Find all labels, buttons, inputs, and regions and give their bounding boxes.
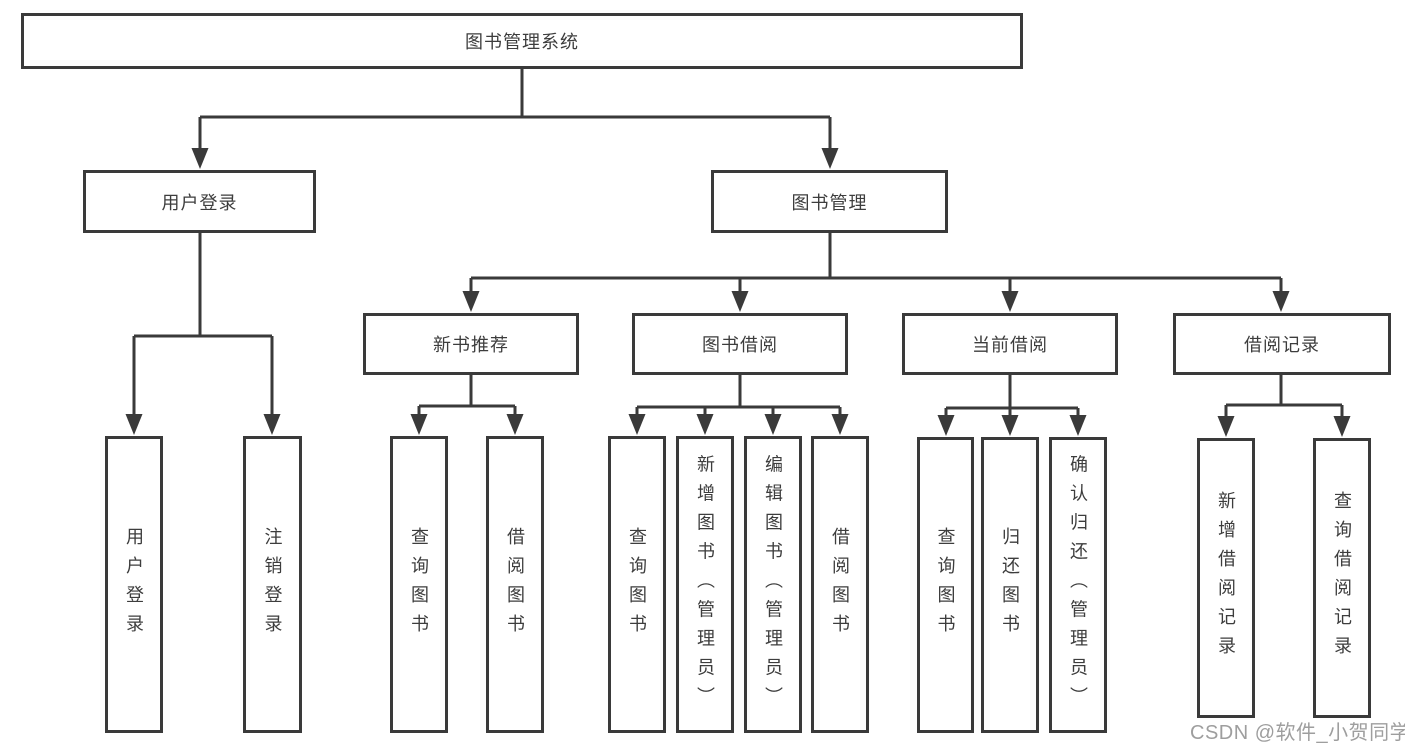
- leaf-query-book-3-label: 查询图书: [935, 527, 956, 643]
- node-book-management: 图书管理: [711, 170, 948, 233]
- leaf-return-book: 归还图书: [981, 437, 1039, 733]
- node-book-management-label: 图书管理: [791, 192, 868, 213]
- node-book-borrow: 图书借阅: [632, 313, 848, 375]
- leaf-add-borrow-record: 新增借阅记录: [1197, 438, 1255, 718]
- leaf-logout: 注销登录: [243, 436, 302, 733]
- leaf-edit-book-admin: 编辑图书（管理员）: [744, 436, 802, 733]
- leaf-query-book-2-label: 查询图书: [627, 526, 647, 643]
- leaf-borrow-book-1: 借阅图书: [486, 436, 544, 733]
- node-borrow-record-label: 借阅记录: [1244, 335, 1320, 355]
- leaf-query-book-1-label: 查询图书: [409, 526, 429, 643]
- leaf-logout-label: 注销登录: [262, 526, 283, 643]
- node-book-borrow-label: 图书借阅: [702, 335, 778, 355]
- node-current-borrow: 当前借阅: [902, 313, 1118, 375]
- leaf-user-login-label: 用户登录: [124, 526, 144, 643]
- leaf-return-book-label: 归还图书: [1000, 527, 1020, 643]
- leaf-add-borrow-record-label: 新增借阅记录: [1216, 491, 1236, 665]
- node-user-login: 用户登录: [83, 170, 316, 233]
- node-borrow-record: 借阅记录: [1173, 313, 1391, 375]
- leaf-borrow-book-1-label: 借阅图书: [505, 526, 525, 643]
- leaf-query-book-3: 查询图书: [917, 437, 974, 733]
- leaf-confirm-return-admin-label: 确认归还（管理员）: [1068, 454, 1088, 716]
- node-root: 图书管理系统: [21, 13, 1023, 69]
- leaf-query-borrow-record-label: 查询借阅记录: [1332, 491, 1352, 665]
- leaf-query-borrow-record: 查询借阅记录: [1313, 438, 1371, 718]
- leaf-add-book-admin: 新增图书（管理员）: [676, 436, 734, 733]
- leaf-borrow-book-2: 借阅图书: [811, 436, 869, 733]
- leaf-add-book-admin-label: 新增图书（管理员）: [695, 454, 715, 715]
- node-new-book-recommend: 新书推荐: [363, 313, 579, 375]
- leaf-user-login: 用户登录: [105, 436, 163, 733]
- arrowheads: [125, 148, 1351, 437]
- node-new-book-recommend-label: 新书推荐: [433, 335, 509, 355]
- leaf-query-book-2: 查询图书: [608, 436, 666, 733]
- leaf-edit-book-admin-label: 编辑图书（管理员）: [763, 454, 783, 715]
- node-user-login-label: 用户登录: [161, 192, 238, 213]
- node-current-borrow-label: 当前借阅: [972, 335, 1048, 355]
- leaf-query-book-1: 查询图书: [390, 436, 448, 733]
- leaf-borrow-book-2-label: 借阅图书: [830, 526, 850, 643]
- leaf-confirm-return-admin: 确认归还（管理员）: [1049, 437, 1107, 733]
- watermark: CSDN @软件_小贺同学: [1190, 722, 1405, 744]
- node-root-label: 图书管理系统: [465, 32, 579, 52]
